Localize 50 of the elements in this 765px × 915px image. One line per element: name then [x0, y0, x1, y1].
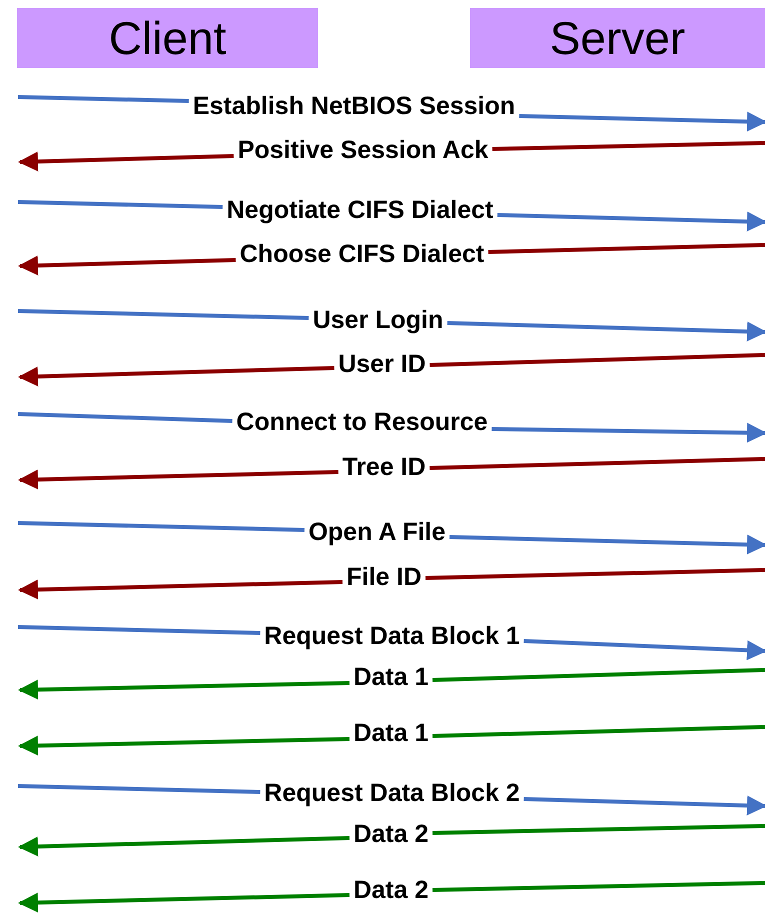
message-arrow — [447, 321, 765, 342]
message-arrow — [18, 836, 350, 856]
message-arrow — [18, 892, 350, 913]
message-label: Request Data Block 2 — [264, 778, 520, 808]
message-arrow — [18, 470, 338, 490]
message-label: Data 2 — [353, 819, 429, 849]
message-line — [432, 668, 765, 682]
message-line — [18, 95, 189, 103]
message-line — [18, 784, 260, 794]
message-line — [18, 412, 232, 423]
lane-header: Server — [470, 8, 765, 68]
message-arrow — [18, 256, 236, 276]
message-label: Tree ID — [342, 452, 426, 482]
message-label: Establish NetBIOS Session — [192, 91, 516, 121]
message-arrow — [497, 212, 765, 232]
message-arrow — [524, 795, 765, 816]
message-line — [488, 243, 765, 254]
message-arrow — [449, 534, 765, 555]
message-label: Data 1 — [353, 662, 429, 692]
message-line — [18, 521, 305, 532]
message-line — [430, 353, 765, 367]
message-line — [18, 625, 260, 635]
message-arrow — [18, 680, 350, 700]
message-arrow — [492, 422, 765, 443]
message-line — [18, 309, 309, 320]
message-arrow — [519, 112, 765, 132]
message-label: Open A File — [308, 517, 446, 547]
message-line — [430, 457, 765, 470]
message-line — [432, 725, 765, 738]
message-line — [492, 141, 765, 151]
message-label: Connect to Resource — [236, 407, 488, 437]
message-arrow — [18, 152, 234, 172]
message-line — [425, 568, 765, 580]
lane-header: Client — [17, 8, 318, 68]
message-label: User ID — [338, 349, 426, 379]
message-label: Data 2 — [353, 875, 429, 905]
message-line — [18, 200, 223, 209]
message-label: Choose CIFS Dialect — [240, 239, 484, 269]
message-line — [432, 824, 765, 835]
message-arrow — [18, 580, 343, 600]
message-label: User Login — [312, 305, 444, 335]
message-line — [432, 881, 765, 892]
message-label: Request Data Block 1 — [264, 621, 520, 651]
message-arrow — [18, 736, 350, 756]
message-arrow — [524, 639, 765, 660]
message-arrow — [18, 366, 334, 386]
message-label: Positive Session Ack — [238, 135, 488, 165]
message-label: Data 1 — [353, 718, 429, 748]
message-label: Negotiate CIFS Dialect — [226, 195, 494, 225]
message-label: File ID — [346, 562, 422, 592]
